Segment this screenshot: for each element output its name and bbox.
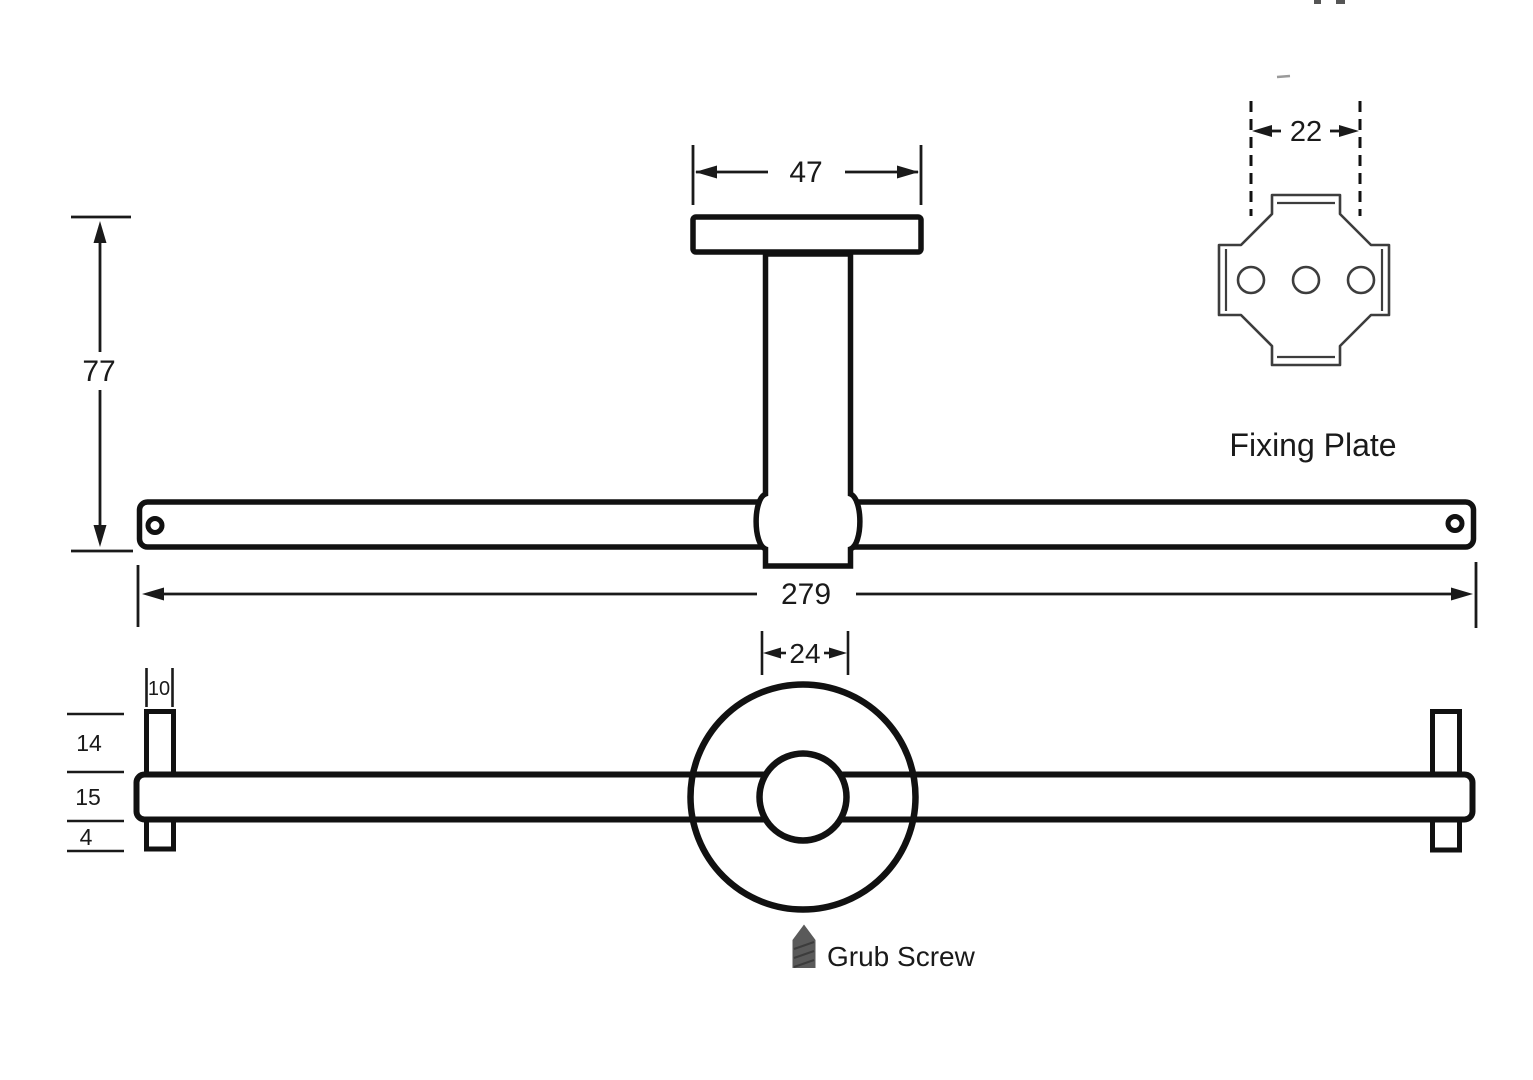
arrow-left-icon [763, 647, 781, 659]
dim-post-width: 10 [145, 668, 174, 707]
dim-post-width-label: 10 [148, 678, 170, 700]
rail-end-hole-left-icon [145, 516, 165, 535]
arrow-right-icon [1339, 125, 1359, 137]
wall-flange-circle [687, 681, 919, 913]
grub-screw-label: Grub Screw [827, 941, 976, 972]
dim-post-below-label: 4 [80, 824, 93, 850]
grub-screw-thread [793, 941, 815, 950]
arrow-right-icon [1451, 587, 1473, 601]
stray-mark [1276, 74, 1291, 79]
dim-hole-spacing-label: 22 [1290, 116, 1322, 148]
fixing-plate-detail: 22 Fixing Plate [1217, 0, 1397, 463]
arrow-left-icon [695, 165, 717, 179]
grub-screw-callout: Grub Screw [792, 924, 976, 972]
stem-boss-circle [756, 750, 850, 844]
fixing-plate-hole-left-icon [1236, 265, 1266, 295]
mounting-stem [753, 251, 863, 569]
dim-boss-diameter-label: 24 [789, 638, 820, 669]
dim-boss-diameter: 24 [760, 631, 850, 675]
stray-mark [1336, 0, 1345, 4]
arrow-up-icon [93, 221, 107, 243]
arrow-left-icon [1252, 125, 1272, 137]
stray-mark [1314, 0, 1321, 4]
dim-plate-width: 47 [691, 145, 923, 205]
arrow-right-icon [897, 165, 919, 179]
dim-height-stack: 14 15 4 [67, 712, 124, 853]
arrow-left-icon [142, 587, 164, 601]
rail-end-hole-right-icon [1445, 514, 1465, 533]
grub-screw-thread [793, 959, 815, 968]
dim-height: 77 [71, 215, 133, 553]
dim-post-above-label: 14 [76, 730, 102, 756]
front-view: 24 10 14 15 4 [67, 631, 1476, 913]
arrow-down-icon [93, 525, 107, 547]
dim-height-label: 77 [82, 355, 115, 388]
top-view: 47 77 279 [71, 145, 1478, 628]
fixing-plate-hole-right-icon [1346, 265, 1376, 295]
grub-screw-thread [793, 950, 815, 959]
dim-hole-spacing: 22 [1252, 116, 1359, 148]
dim-rail-thickness-label: 15 [75, 784, 101, 810]
arrow-right-icon [829, 647, 847, 659]
wall-plate-top-view [690, 214, 924, 255]
fixing-plate-hole-center-icon [1291, 265, 1321, 295]
dim-overall-width-label: 279 [781, 578, 831, 611]
fixing-plate-label: Fixing Plate [1229, 427, 1396, 463]
dim-plate-width-label: 47 [789, 156, 822, 189]
dim-overall-width: 279 [136, 562, 1478, 628]
